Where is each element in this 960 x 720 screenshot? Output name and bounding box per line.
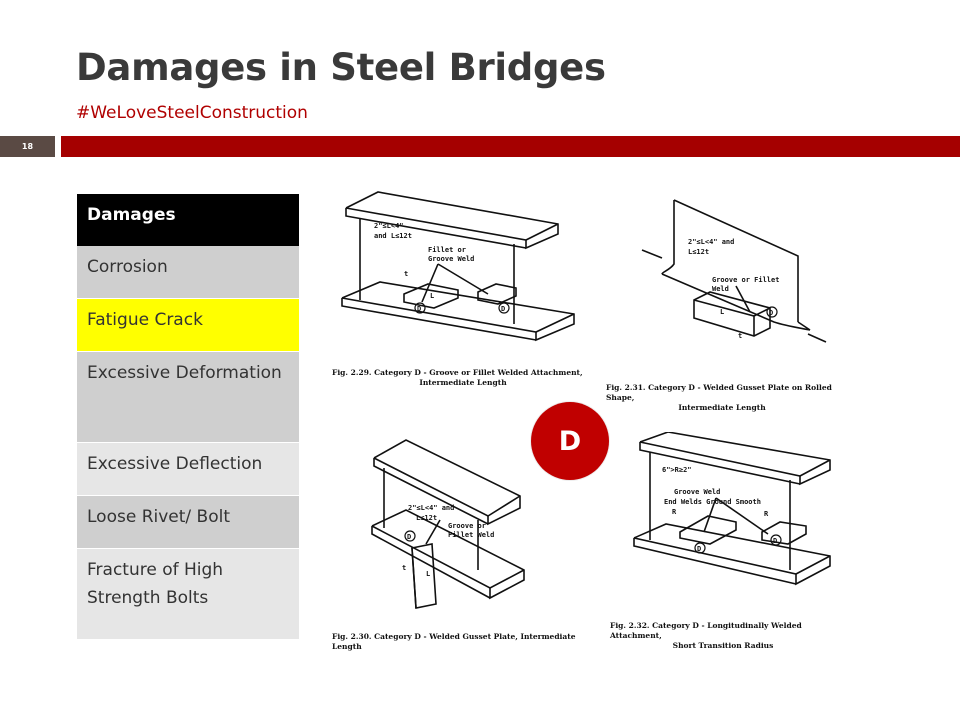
- fig229-length-label-2: and L≤12t: [374, 232, 412, 240]
- fig232-radius-label: 6">R≥2": [662, 466, 692, 474]
- table-row-fracture-bolts: Fracture of High Strength Bolts: [77, 548, 299, 640]
- fig229-t-label: t: [404, 270, 408, 278]
- table-cell: Excessive Deflection: [77, 442, 299, 496]
- fig231-caption-line2: Intermediate Length: [678, 403, 766, 412]
- table-cell: Fracture of High Strength Bolts: [77, 548, 299, 640]
- slide-number: 18: [0, 136, 55, 157]
- fig229-D-label: D: [417, 305, 421, 313]
- fig229-caption-line1: Fig. 2.29. Category D - Groove or Fillet…: [332, 368, 583, 377]
- figure-2-32: 6">R≥2" Groove Weld End Welds Ground Smo…: [628, 432, 838, 612]
- fig232-R-label: R: [672, 508, 677, 516]
- fig231-caption: Fig. 2.31. Category D - Welded Gusset Pl…: [606, 383, 838, 413]
- slide-subtitle: #WeLoveSteelConstruction: [76, 103, 308, 123]
- table-cell: Fatigue Crack: [77, 298, 299, 352]
- fig230-weld-label-2: Fillet Weld: [448, 531, 494, 539]
- fig232-R-label-2: R: [764, 510, 769, 518]
- figure-2-29-drawing: 2"≤L<4" and L≤12t Fillet or Groove Weld …: [341, 191, 575, 342]
- fig232-caption-line1: Fig. 2.32. Category D - Longitudinally W…: [610, 621, 802, 640]
- table-cell: Corrosion: [77, 246, 299, 299]
- fig229-caption-line2: Intermediate Length: [419, 378, 507, 387]
- fig231-L-label: L: [720, 308, 724, 316]
- fig230-t-label: t: [402, 564, 406, 572]
- table-header: Damages: [77, 194, 299, 246]
- fig229-weld-label: Fillet or: [428, 246, 466, 254]
- fig231-length-label: 2"≤L<4" and: [688, 238, 734, 246]
- fig229-caption: Fig. 2.29. Category D - Groove or Fillet…: [332, 368, 594, 388]
- fig231-caption-line1: Fig. 2.31. Category D - Welded Gusset Pl…: [606, 383, 832, 402]
- fig230-caption-text: Fig. 2.30. Category D - Welded Gusset Pl…: [332, 632, 576, 651]
- figure-2-29: 2"≤L<4" and L≤12t Fillet or Groove Weld …: [338, 186, 588, 356]
- fig231-t-label: t: [738, 332, 742, 340]
- table-row-excessive-deflection: Excessive Deflection: [77, 442, 299, 496]
- fig231-weld-label: Groove or Fillet: [712, 276, 779, 284]
- table-row-excessive-deformation: Excessive Deformation: [77, 351, 299, 443]
- slide-title: Damages in Steel Bridges: [76, 46, 606, 89]
- fig232-caption: Fig. 2.32. Category D - Longitudinally W…: [610, 621, 836, 651]
- header-bar: [61, 136, 960, 157]
- table-cell: Excessive Deformation: [77, 351, 299, 443]
- figure-2-31: 2"≤L<4" and L≤12t Groove or Fillet Weld …: [640, 192, 840, 362]
- fig229-length-label: 2"≤L<4": [374, 222, 404, 230]
- fig232-caption-line2: Short Transition Radius: [672, 641, 774, 650]
- fig229-D-label-2: D: [501, 305, 505, 313]
- fig229-weld-label-2: Groove Weld: [428, 255, 474, 263]
- fig231-length-label-2: L≤12t: [688, 248, 709, 256]
- fig230-weld-label: Groove or: [448, 522, 486, 530]
- fig230-caption: Fig. 2.30. Category D - Welded Gusset Pl…: [332, 632, 592, 652]
- table-cell: Loose Rivet/ Bolt: [77, 495, 299, 549]
- category-d-badge: D: [531, 402, 609, 480]
- figure-2-30-drawing: 2"≤L<4" and L≤12t Groove or Fillet Weld …: [371, 439, 525, 609]
- fig232-weld-label-2: End Welds Ground Smooth: [664, 498, 761, 506]
- table-row-fatigue-crack: Fatigue Crack: [77, 298, 299, 352]
- fig230-length-label: 2"≤L<4" and: [408, 504, 454, 512]
- figure-2-30: 2"≤L<4" and L≤12t Groove or Fillet Weld …: [356, 436, 536, 616]
- fig232-D-label: D: [697, 545, 701, 553]
- table-row-loose-rivet: Loose Rivet/ Bolt: [77, 495, 299, 549]
- fig229-L-label: L: [430, 292, 434, 300]
- figure-2-32-drawing: 6">R≥2" Groove Weld End Welds Ground Smo…: [633, 432, 831, 586]
- figure-2-31-drawing: 2"≤L<4" and L≤12t Groove or Fillet Weld …: [641, 199, 827, 343]
- fig230-length-label-2: L≤12t: [416, 514, 437, 522]
- fig230-D-label: D: [407, 533, 411, 541]
- table-row-corrosion: Corrosion: [77, 246, 299, 299]
- fig232-weld-label: Groove Weld: [674, 488, 720, 496]
- fig232-D-label-2: D: [773, 537, 777, 545]
- fig231-weld-label-2: Weld: [712, 285, 729, 293]
- fig230-L-label: L: [426, 570, 430, 578]
- fig231-D-label: D: [769, 309, 773, 317]
- damages-table: Damages Corrosion Fatigue Crack Excessiv…: [77, 194, 299, 640]
